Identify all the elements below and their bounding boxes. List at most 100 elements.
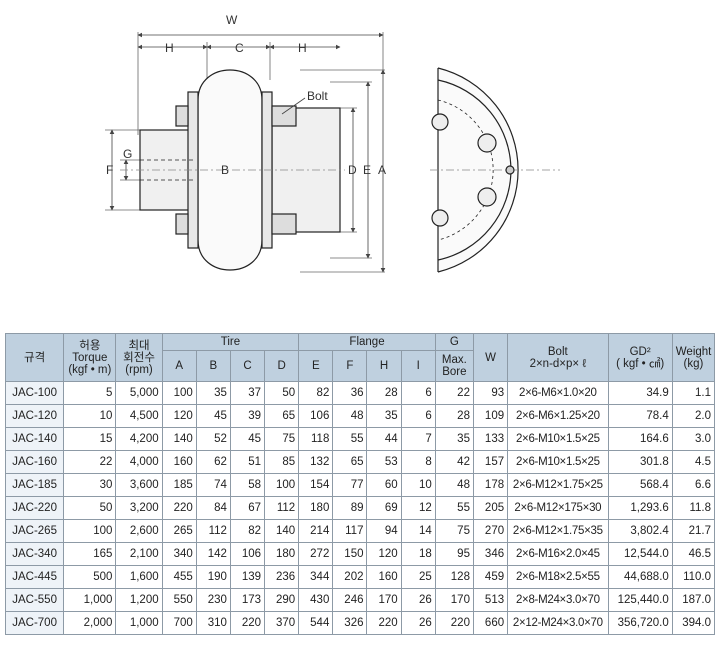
table-cell: 272 <box>298 542 334 566</box>
table-cell: 142 <box>195 542 231 566</box>
table-cell: 77 <box>332 473 368 497</box>
header-g: G <box>434 333 474 351</box>
model-cell: JAC-185 <box>4 473 65 497</box>
dim-b: B <box>221 163 229 177</box>
table-cell: 35 <box>434 427 474 451</box>
dim-e: E <box>363 163 371 177</box>
table-cell: 65 <box>264 404 300 428</box>
table-cell: 180 <box>264 542 300 566</box>
table-cell: 394.0 <box>671 611 716 635</box>
bolt-cell: 2×6-M10×1.5×25 <box>507 427 609 451</box>
table-cell: 82 <box>229 519 266 543</box>
table-cell: 50 <box>63 496 117 520</box>
table-cell: 5,000 <box>115 381 163 405</box>
dimension-labels: W H C H G F B D E A <box>106 13 386 177</box>
table-cell: 544 <box>298 611 334 635</box>
table-cell: 1,000 <box>63 588 117 612</box>
model-cell: JAC-160 <box>4 450 65 474</box>
table-cell: 48 <box>434 473 474 497</box>
header-gd2: GD² ( kgf • ㎠) <box>607 333 673 382</box>
table-cell: 133 <box>472 427 509 451</box>
table-cell: 25 <box>400 565 436 589</box>
table-cell: 120 <box>161 404 197 428</box>
header-max-bore: Max. Bore <box>434 350 474 382</box>
table-cell: 459 <box>472 565 509 589</box>
table-cell: 75 <box>264 427 300 451</box>
table-cell: 53 <box>366 450 402 474</box>
table-cell: 3,802.4 <box>607 519 673 543</box>
table-cell: 34.9 <box>607 381 673 405</box>
header-e: E <box>298 350 334 382</box>
table-cell: 45 <box>229 427 266 451</box>
table-cell: 220 <box>161 496 197 520</box>
table-cell: 46.5 <box>671 542 716 566</box>
bolt-label: Bolt <box>307 89 328 103</box>
table-cell: 110.0 <box>671 565 716 589</box>
model-cell: JAC-340 <box>4 542 65 566</box>
table-cell: 346 <box>472 542 509 566</box>
table-cell: 50 <box>264 381 300 405</box>
table-cell: 44,688.0 <box>607 565 673 589</box>
table-cell: 430 <box>298 588 334 612</box>
table-cell: 220 <box>229 611 266 635</box>
table-cell: 170 <box>434 588 474 612</box>
header-model: 규격 <box>4 333 65 382</box>
header-c: C <box>229 350 266 382</box>
bolt-cell: 2×6-M12×1.75×25 <box>507 473 609 497</box>
table-cell: 236 <box>264 565 300 589</box>
table-cell: 1,000 <box>115 611 163 635</box>
table-cell: 2,000 <box>63 611 117 635</box>
table-cell: 6.6 <box>671 473 716 497</box>
table-cell: 128 <box>434 565 474 589</box>
table-cell: 48 <box>332 404 368 428</box>
header-weight: Weight (kg) <box>671 333 716 382</box>
table-cell: 39 <box>229 404 266 428</box>
table-cell: 3,600 <box>115 473 163 497</box>
dim-d: D <box>348 163 357 177</box>
model-cell: JAC-220 <box>4 496 65 520</box>
table-cell: 132 <box>298 450 334 474</box>
table-cell: 52 <box>195 427 231 451</box>
table-cell: 230 <box>195 588 231 612</box>
table-cell: 190 <box>195 565 231 589</box>
table-cell: 15 <box>63 427 117 451</box>
dim-c: C <box>235 41 244 55</box>
table-cell: 160 <box>366 565 402 589</box>
table-cell: 1,293.6 <box>607 496 673 520</box>
table-cell: 202 <box>332 565 368 589</box>
table-cell: 22 <box>63 450 117 474</box>
table-cell: 140 <box>264 519 300 543</box>
table-cell: 265 <box>161 519 197 543</box>
table-cell: 58 <box>229 473 266 497</box>
table-cell: 85 <box>264 450 300 474</box>
table-cell: 12 <box>400 496 436 520</box>
header-f: F <box>332 350 368 382</box>
table-cell: 106 <box>229 542 266 566</box>
table-cell: 1,600 <box>115 565 163 589</box>
model-cell: JAC-120 <box>4 404 65 428</box>
model-cell: JAC-265 <box>4 519 65 543</box>
table-cell: 214 <box>298 519 334 543</box>
table-cell: 117 <box>332 519 368 543</box>
table-cell: 185 <box>161 473 197 497</box>
table-cell: 3,200 <box>115 496 163 520</box>
table-cell: 2,100 <box>115 542 163 566</box>
header-w: W <box>472 333 509 382</box>
header-rpm: 최대 회전수 (rpm) <box>115 333 163 382</box>
table-cell: 69 <box>366 496 402 520</box>
table-cell: 2,600 <box>115 519 163 543</box>
bolt-cell: 2×6-M16×2.0×45 <box>507 542 609 566</box>
table-cell: 246 <box>332 588 368 612</box>
header-flange: Flange <box>298 333 436 351</box>
table-cell: 455 <box>161 565 197 589</box>
table-cell: 5 <box>63 381 117 405</box>
bolt-cell: 2×6-M12×1.75×35 <box>507 519 609 543</box>
table-cell: 660 <box>472 611 509 635</box>
table-cell: 37 <box>229 381 266 405</box>
table-cell: 44 <box>366 427 402 451</box>
table-cell: 178 <box>472 473 509 497</box>
table-cell: 120 <box>366 542 402 566</box>
